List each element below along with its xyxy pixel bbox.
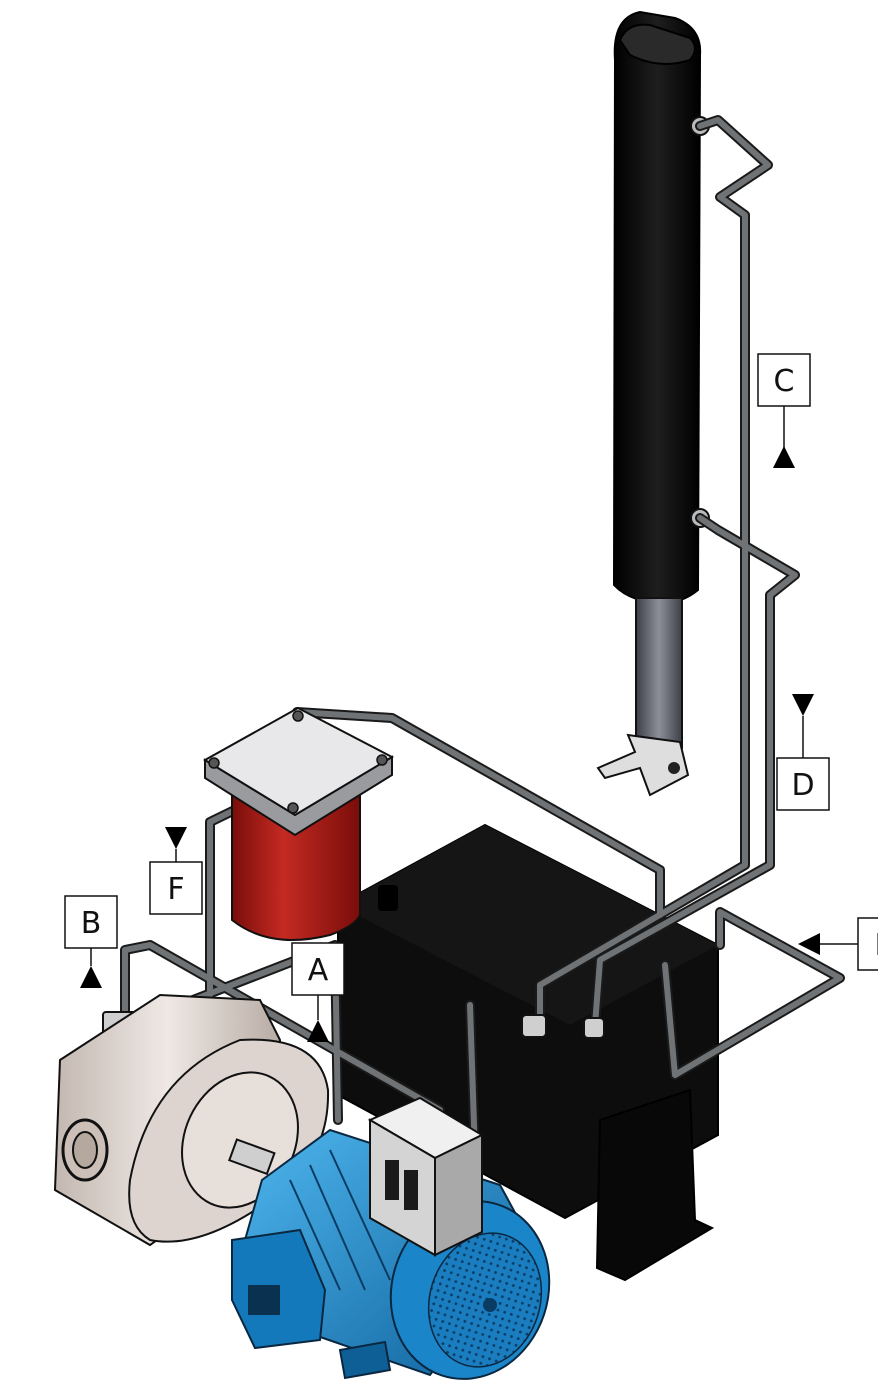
pipe-b-line xyxy=(122,942,443,1113)
terminal-box-cover xyxy=(248,1285,280,1315)
oil-filter xyxy=(203,706,395,941)
tank-fitting-2 xyxy=(583,1017,605,1039)
piping xyxy=(102,115,845,1160)
triangle-arrow-icon xyxy=(773,446,795,468)
pipe-filter-return xyxy=(294,709,663,918)
motor-foot xyxy=(338,1340,392,1380)
callout-e-box xyxy=(857,917,878,971)
gear-pump xyxy=(53,993,330,1247)
callout-c-box xyxy=(757,353,811,407)
callout-a-box xyxy=(291,942,345,996)
callout-b-box xyxy=(64,895,118,949)
pipe-e-loop xyxy=(662,909,843,1078)
cylinder-top-cap xyxy=(618,23,696,65)
pipe-d-line xyxy=(592,515,798,1028)
filter-bolt-3 xyxy=(376,754,388,766)
tank-stand xyxy=(595,1088,715,1282)
rod-clevis xyxy=(596,733,690,797)
cylinder-barrel xyxy=(612,10,702,605)
filter-body xyxy=(231,788,361,941)
callout-d-label: D xyxy=(791,768,814,803)
cylinder-rod xyxy=(635,597,683,749)
callout-e: E xyxy=(798,917,878,971)
callout-a: A xyxy=(291,942,345,1042)
triangle-arrow-icon xyxy=(165,827,187,849)
callout-d-box xyxy=(776,757,830,811)
fan-grille-icon xyxy=(427,1232,543,1368)
tank-fitting-1 xyxy=(521,1014,547,1038)
switch-box-front xyxy=(369,1118,436,1257)
cooling-fin-3 xyxy=(329,1149,391,1281)
motor-switch-box xyxy=(367,1096,485,1257)
cooling-fin-1 xyxy=(289,1179,341,1291)
pipe-c-line xyxy=(537,117,771,1033)
clevis-pin xyxy=(668,762,680,774)
triangle-arrow-icon xyxy=(307,1020,329,1042)
callout-f-label: F xyxy=(167,872,184,907)
cooling-fin-2 xyxy=(309,1164,366,1291)
triangle-arrow-icon xyxy=(80,966,102,988)
fan-hub xyxy=(483,1298,497,1312)
filter-bolt-1 xyxy=(292,710,304,722)
switch-breaker-2 xyxy=(404,1170,418,1210)
triangle-arrow-icon xyxy=(792,694,814,716)
hydraulic-cylinder xyxy=(596,10,710,797)
pump-shaft xyxy=(228,1138,276,1176)
callout-e-label: E xyxy=(875,928,878,963)
filter-bolt-2 xyxy=(208,757,220,769)
callout-b: B xyxy=(64,895,118,988)
tank-breather-cap xyxy=(378,885,398,911)
callout-c-label: C xyxy=(774,364,795,399)
callout-f-box xyxy=(149,861,203,915)
callout-a-label: A xyxy=(308,953,329,988)
filter-head-top xyxy=(203,706,395,817)
callout-c: C xyxy=(757,353,811,468)
triangle-arrow-icon xyxy=(798,933,820,955)
pump-side-port-inner xyxy=(72,1131,98,1169)
filter-bolt-4 xyxy=(287,802,299,814)
switch-breaker-1 xyxy=(385,1160,399,1200)
callout-d: D xyxy=(776,694,830,811)
tank-top-face xyxy=(338,825,718,1025)
callout-f: F xyxy=(149,827,203,915)
callout-b-label: B xyxy=(81,906,102,941)
